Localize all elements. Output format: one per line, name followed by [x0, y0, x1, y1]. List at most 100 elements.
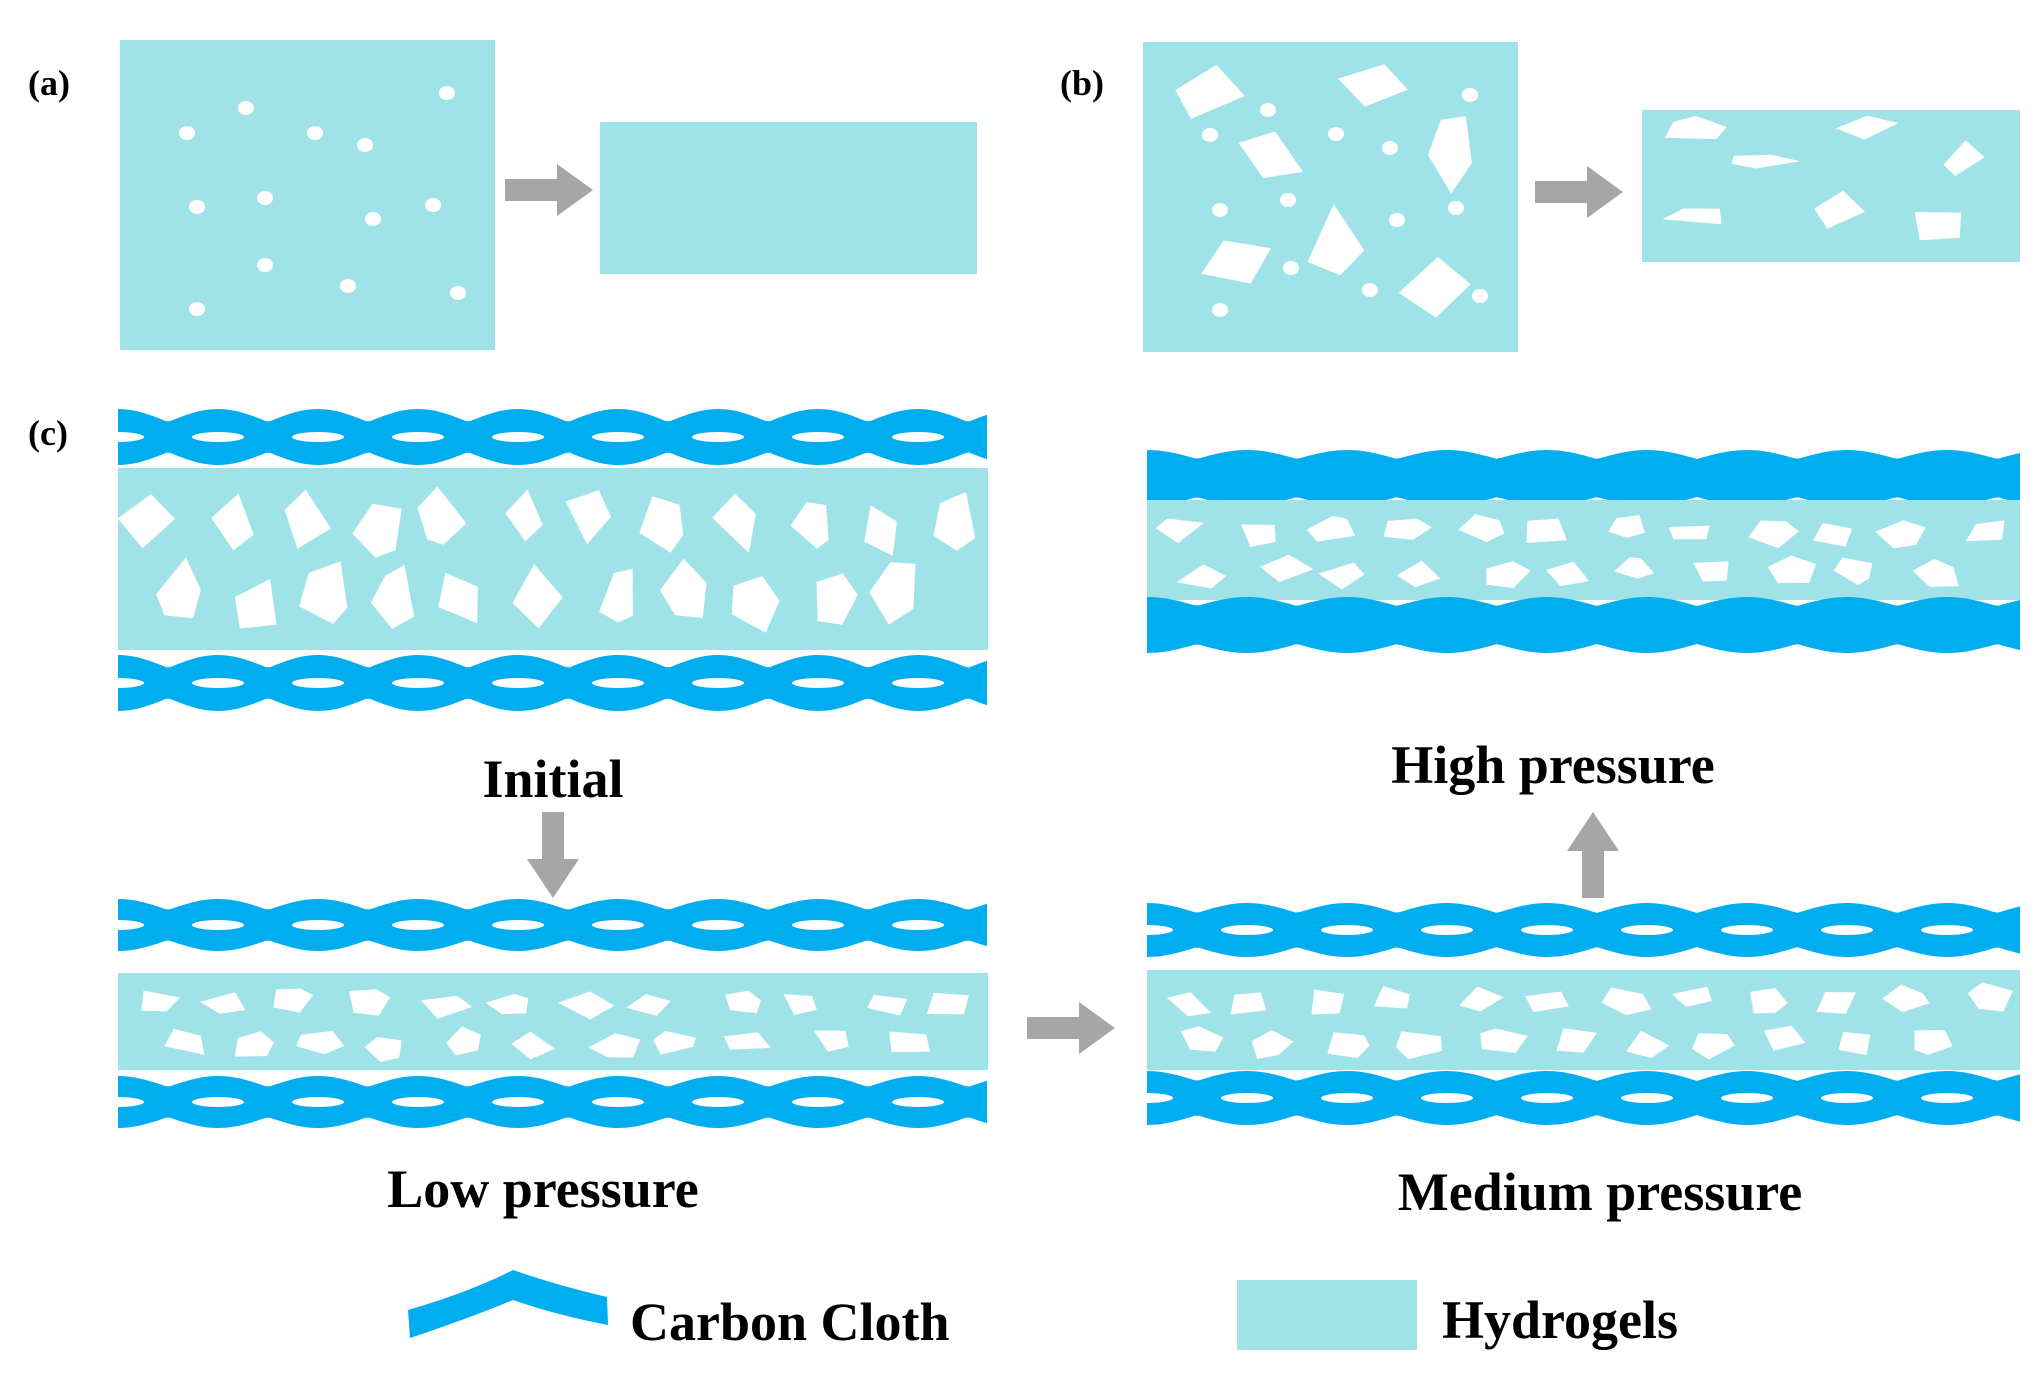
cloth-weave-gap — [1921, 925, 1973, 935]
pore-flake — [1668, 525, 1710, 540]
pore-flake — [813, 1030, 849, 1052]
pore-flake — [867, 994, 908, 1016]
cloth-weave-gap — [892, 1097, 944, 1107]
cloth-weave-gap — [492, 432, 544, 442]
pore-flake — [352, 503, 402, 558]
pore-flake — [1526, 518, 1567, 543]
pores-b — [1175, 64, 1488, 318]
pore-flake — [1556, 1028, 1598, 1053]
pore-flake — [284, 489, 331, 549]
legend-carbon-cloth-label: Carbon Cloth — [630, 1292, 950, 1352]
pore-flake — [1241, 524, 1276, 547]
pore-flake — [1608, 515, 1645, 538]
pore-flake — [1307, 204, 1365, 276]
pore-flake — [1201, 240, 1272, 284]
label-medium-pressure: Medium pressure — [1398, 1162, 1803, 1222]
pore-dot — [340, 279, 356, 293]
pore-flake — [1374, 986, 1410, 1009]
cloth-weave-gap — [392, 1097, 444, 1107]
pore-flake — [156, 557, 201, 619]
sandwich-high-pressure — [1147, 450, 2020, 653]
pore-flake — [1166, 992, 1212, 1017]
pore-flake — [1230, 992, 1267, 1015]
cloth-weave-gap — [1721, 1093, 1773, 1103]
pore-flake — [933, 491, 976, 551]
cloth-weave-gap — [1821, 1093, 1873, 1103]
cloth-weave-gap — [1521, 925, 1573, 935]
cloth-weave-gap — [1621, 925, 1673, 935]
pore-flake — [1397, 560, 1441, 588]
carbon-cloth-band — [1147, 450, 2020, 506]
pore-dot — [1280, 193, 1296, 207]
pore-flake — [889, 1031, 930, 1053]
pore-flake — [1383, 518, 1432, 540]
label-low-pressure: Low pressure — [387, 1159, 699, 1219]
pore-dot — [189, 302, 205, 316]
pore-flake — [1943, 140, 1985, 176]
pore-dot — [1448, 201, 1464, 215]
pore-dot — [1389, 213, 1405, 227]
pore-dot — [1212, 203, 1228, 217]
cloth-weave-gap — [1421, 1093, 1473, 1103]
pore-flake — [199, 992, 246, 1014]
pore-flake — [725, 990, 761, 1014]
pore-flake — [296, 1030, 345, 1055]
cloth-weave-gap — [1621, 1093, 1673, 1103]
pore-flake — [1327, 1032, 1370, 1058]
arrow-right-low-to-medium — [1027, 1002, 1115, 1054]
pore-dot — [1362, 283, 1378, 297]
cloth-weave-gap — [692, 1097, 744, 1107]
hydrogel-layer — [1147, 500, 2020, 600]
pore-dot — [425, 198, 441, 212]
carbon-cloth-band — [118, 1076, 987, 1128]
pore-dot — [257, 191, 273, 205]
pore-flake — [1662, 208, 1722, 225]
cloth-weave-gap — [892, 678, 944, 688]
pore-flake — [370, 564, 415, 629]
carbon-cloth-band — [1147, 1071, 2020, 1125]
pore-flake — [1835, 115, 1899, 140]
pore-flake — [211, 493, 254, 551]
cloth-weave-gap — [392, 432, 444, 442]
carbon-cloth-legend-icon — [408, 1270, 608, 1338]
sandwich-initial — [92, 409, 988, 711]
cloth-weave-gap — [1421, 925, 1473, 935]
pore-flake — [731, 576, 780, 633]
carbon-cloth-band — [118, 899, 987, 951]
cloth-weave-gap — [92, 432, 144, 442]
pore-flake — [1914, 1030, 1953, 1055]
pore-flake — [864, 505, 897, 556]
pore-dot — [257, 258, 273, 272]
pore-dot — [1462, 88, 1478, 102]
pore-flake — [1480, 1028, 1528, 1053]
pore-flake — [273, 988, 314, 1013]
pore-dot — [365, 212, 381, 226]
pore-flake — [512, 564, 563, 629]
pore-flake — [1546, 561, 1590, 587]
pore-dot — [1260, 103, 1276, 117]
cloth-weave-gap — [492, 920, 544, 930]
pore-dot — [1212, 303, 1228, 317]
pore-flake — [1238, 131, 1303, 179]
pore-flake — [1882, 984, 1930, 1013]
cloth-weave-gap — [392, 920, 444, 930]
pores-b-compressed — [1662, 115, 1985, 241]
pore-flake — [723, 1032, 771, 1050]
pore-flake — [1626, 1030, 1670, 1059]
pore-flake — [816, 573, 858, 625]
pore-flake — [712, 493, 756, 553]
arrow-right-a — [505, 164, 593, 216]
pore-flake — [420, 995, 472, 1019]
carbon-cloth-band — [1147, 903, 2020, 957]
cloth-weave-gap — [692, 920, 744, 930]
pore-flake — [626, 994, 671, 1016]
pore-flake — [1428, 116, 1472, 194]
pore-flake — [1180, 1026, 1224, 1052]
cloth-weave-gap — [1921, 1093, 1973, 1103]
pore-flake — [1838, 1031, 1871, 1056]
pore-dot — [1328, 127, 1344, 141]
pore-dot — [179, 126, 195, 140]
pore-flake — [1614, 557, 1654, 579]
pore-flake — [1525, 991, 1569, 1012]
pore-flake — [565, 490, 611, 545]
